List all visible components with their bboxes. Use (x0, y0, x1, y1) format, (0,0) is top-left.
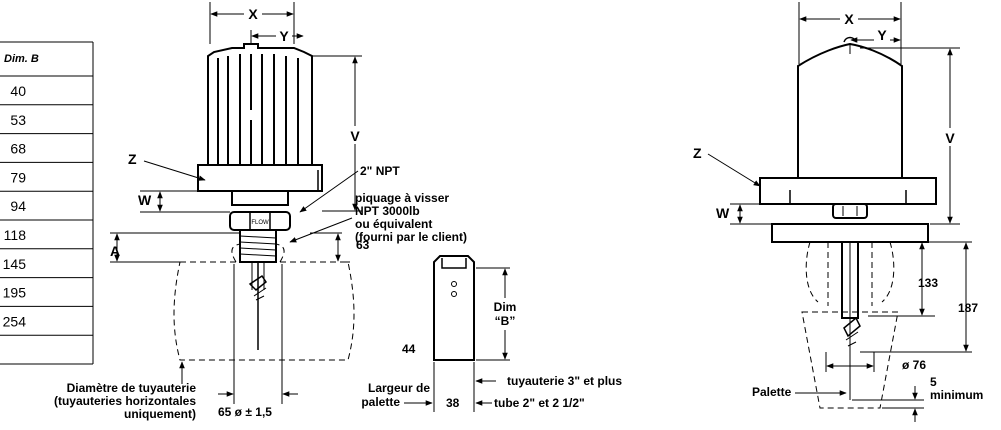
fitting-note-1: piquage à visser (355, 191, 449, 205)
pipe-note-3: uniquement) (124, 407, 196, 421)
right-dim-w: W (716, 205, 730, 221)
paddle-dim-44: 44 (402, 342, 416, 356)
housing-fins (217, 54, 299, 165)
pipe-note-1: Diamètre de tuyauterie (67, 381, 197, 395)
table-header: Dim. B (4, 53, 39, 65)
paddle-dim-label-2: “B” (495, 314, 516, 328)
table-cell-dim-b: 145 (3, 256, 27, 272)
right-label-z: Z (693, 145, 702, 161)
flow-mark: FLOW (251, 220, 269, 226)
largeur-label-2: palette (361, 395, 400, 409)
left-dim-a: A (110, 243, 120, 259)
paddle-dim-38: 38 (446, 396, 460, 410)
left-dim-y: Y (279, 28, 289, 44)
table-cell-dim-b: 118 (4, 227, 27, 243)
left-dim-63: 63 (356, 238, 370, 252)
left-dim-v: V (350, 128, 360, 144)
table-rows: 40 53 68 79 94 118 145 195 254 (0, 83, 93, 336)
table-cell-dim-b: 68 (10, 141, 26, 157)
right-minimum: minimum (930, 388, 983, 402)
dome-housing (797, 42, 903, 178)
npt-label: 2" NPT (360, 164, 400, 178)
paddle-shape (433, 255, 475, 361)
finned-housing (207, 43, 313, 166)
table-cell-dim-b: 79 (10, 169, 26, 185)
right-switch-view: X Y V Z W 133 187 ø 76 (693, 2, 983, 422)
flange-plate (771, 223, 929, 243)
left-dim-w: W (138, 192, 152, 208)
table-cell-dim-b: 94 (10, 198, 26, 214)
table-cell-dim-b: 254 (3, 313, 27, 329)
fitting-note-3: ou équivalent (355, 217, 432, 231)
right-base (759, 177, 937, 205)
pipe-3in-label: tuyauterie 3" et plus (507, 374, 622, 388)
pipe-note-2: (tuyauteries horizontales (54, 394, 196, 408)
fitting-note-4: (fourni par le client) (355, 230, 467, 244)
left-label-z: Z (128, 151, 137, 167)
table-cell-dim-b: 195 (3, 285, 27, 301)
table-cell-dim-b: 40 (10, 83, 26, 99)
right-dim-y: Y (877, 27, 887, 43)
right-pipe-outline (801, 241, 899, 409)
left-switch-view: FLOW X Y V Z (54, 2, 467, 421)
left-dim-65: 65 ø ± 1,5 (218, 405, 272, 419)
pipe-outline (173, 261, 355, 361)
right-dim-v: V (945, 130, 955, 146)
right-dim-x: X (844, 11, 854, 27)
table-cell-dim-b: 53 (10, 112, 26, 128)
right-dim-5: 5 (930, 375, 937, 389)
right-dim-187: 187 (958, 301, 978, 315)
dim-b-table: Dim. B 40 53 68 79 94 118 145 195 254 (0, 41, 94, 365)
threaded-stem (239, 229, 277, 263)
paddle-dim-label-1: Dim (494, 300, 517, 314)
fitting-note-2: NPT 3000lb (355, 204, 420, 218)
pipe-2in-label: tube 2" et 2 1/2" (494, 396, 585, 410)
paddle-view: Dim “B” 44 Largeur de palette 38 tuyaute… (361, 255, 622, 412)
right-dim-133: 133 (918, 276, 938, 290)
largeur-label-1: Largeur de (368, 381, 430, 395)
housing-base (197, 164, 323, 192)
right-palette-label: Palette (752, 385, 792, 399)
left-dim-x: X (248, 6, 258, 22)
right-dim-76: ø 76 (902, 358, 926, 372)
